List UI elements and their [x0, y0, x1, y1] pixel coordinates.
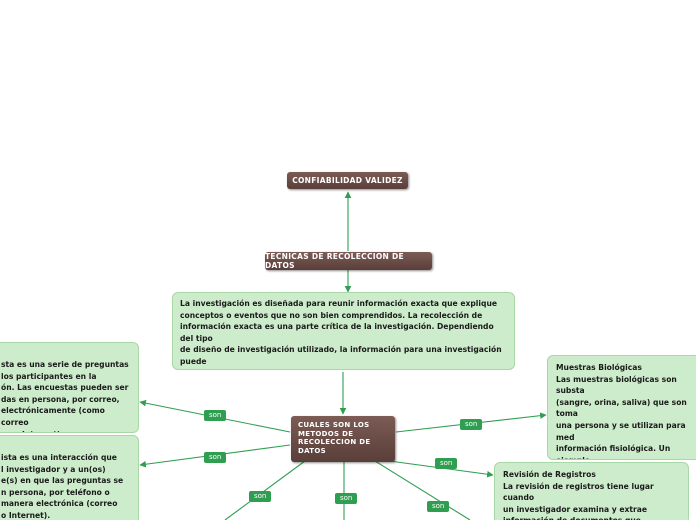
topic-tecnicas-recoleccion[interactable]: TECNICAS DE RECOLECCION DE DATOS	[265, 252, 432, 270]
subtopic-investigacion[interactable]: La investigación es diseñada para reunir…	[172, 292, 515, 370]
connector-cuales-bottom-left	[224, 460, 306, 520]
label-son-bottom-center: son	[335, 493, 358, 504]
subtopic-muestras-biologicas[interactable]: Muestras Biológicas Las muestras biológi…	[547, 355, 696, 460]
connector-cuales-bottom-right	[374, 460, 471, 520]
label-son-encuesta: son	[204, 410, 227, 421]
topic-confiabilidad-validez[interactable]: CONFIABILIDAD VALIDEZ	[287, 172, 408, 189]
label-son-bottom-left: son	[249, 491, 272, 502]
label-son-bottom-right: son	[427, 501, 450, 512]
topic-cuales-metodos[interactable]: CUALES SON LOS METODOS DE RECOLECCION DE…	[291, 416, 395, 462]
label-son-muestras: son	[460, 419, 483, 430]
subtopic-encuesta[interactable]: sta es una serie de preguntas los partic…	[0, 342, 139, 433]
subtopic-revision-registros[interactable]: Revisión de Registros La revisión de reg…	[494, 462, 689, 520]
label-son-entrevista: son	[204, 452, 227, 463]
label-son-registros: son	[435, 458, 458, 469]
subtopic-entrevista[interactable]: ista es una interacción que l investigad…	[0, 435, 139, 520]
